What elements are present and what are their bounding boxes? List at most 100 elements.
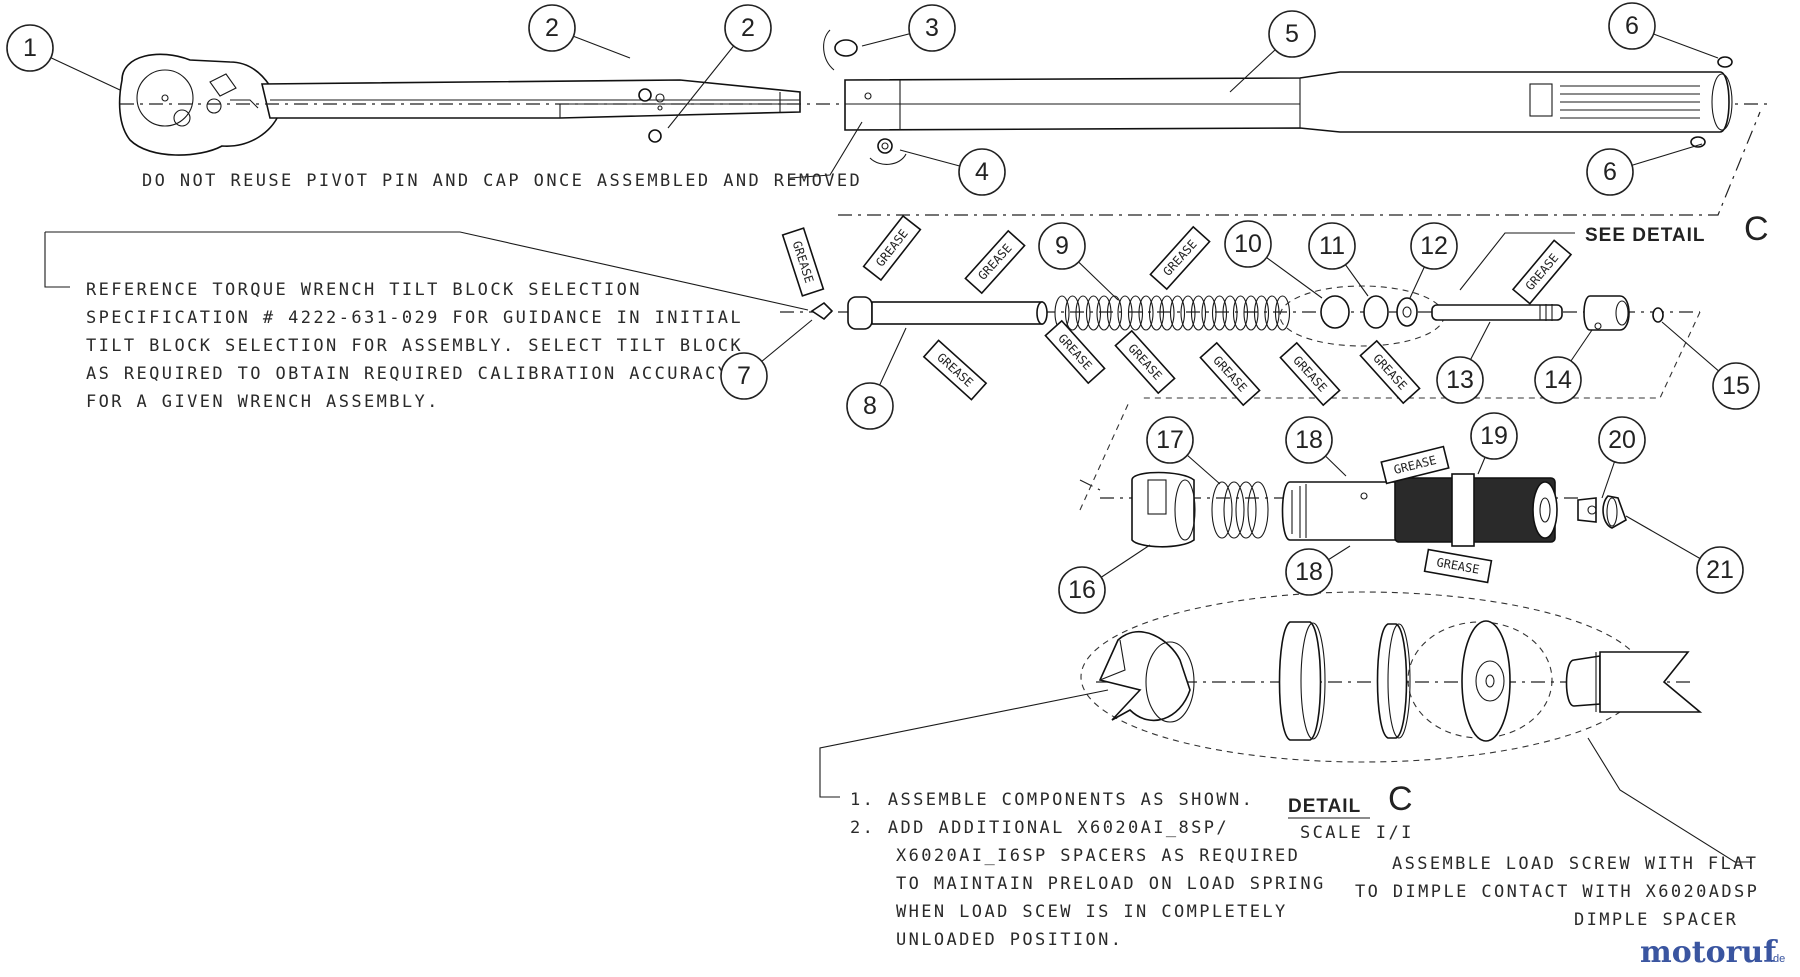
- see-detail-label: SEE DETAIL: [1585, 225, 1706, 246]
- grease-tag: GREASE: [964, 229, 1026, 295]
- balloon-label: 12: [1420, 232, 1448, 260]
- grease-tag: GREASE: [1423, 548, 1493, 584]
- balloon-label: 4: [975, 158, 989, 186]
- grease-tag: GREASE: [1380, 445, 1450, 485]
- balloon-label: 14: [1544, 366, 1572, 394]
- balloon-b14: 14: [1534, 329, 1593, 404]
- balloon-label: 15: [1722, 372, 1750, 400]
- part-pin-2b: [648, 129, 662, 143]
- part-pin-2a: [638, 88, 652, 102]
- balloon-label: 6: [1625, 12, 1639, 40]
- watermark-logo: motoruf .de: [1640, 935, 1785, 970]
- balloon-b18a: 18: [1285, 416, 1347, 477]
- balloon-b9: 9: [1038, 222, 1119, 301]
- grease-tag: GREASE: [1149, 225, 1211, 291]
- svg-text:TO MAINTAIN PRELOAD ON LOAD SP: TO MAINTAIN PRELOAD ON LOAD SPRING: [896, 874, 1326, 894]
- svg-text:TILT BLOCK SELECTION FOR ASSEM: TILT BLOCK SELECTION FOR ASSEMBLY. SELEC…: [86, 336, 743, 356]
- balloon-label: 21: [1706, 556, 1734, 584]
- svg-text:.de: .de: [1770, 953, 1785, 965]
- balloon-label: 9: [1055, 232, 1069, 260]
- balloon-b6b: 6: [1586, 143, 1703, 196]
- balloon-label: 6: [1603, 158, 1617, 186]
- part-adjuster-nut-14: [1583, 295, 1630, 331]
- grease-tag: GREASE: [1199, 341, 1261, 407]
- balloon-label: 18: [1295, 426, 1323, 454]
- part-spacer-10: [1320, 295, 1350, 329]
- balloon-b12: 12: [1409, 222, 1458, 299]
- part-load-spring-9: [1054, 295, 1291, 331]
- note-pivot-pin: DO NOT REUSE PIVOT PIN AND CAP ONCE ASSE…: [142, 171, 862, 191]
- grease-tag: GREASE: [1044, 319, 1106, 385]
- balloon-b2b: 2: [667, 4, 772, 129]
- svg-text:1. ASSEMBLE COMPONENTS AS SHO: 1. ASSEMBLE COMPONENTS AS SHOWN.: [850, 790, 1254, 810]
- part-scale-tube-18: [1281, 481, 1401, 541]
- svg-text:X6020AI_I6SP SPACERS AS REQUIR: X6020AI_I6SP SPACERS AS REQUIRED: [896, 846, 1300, 866]
- balloon-label: 13: [1446, 366, 1474, 394]
- detail-c-dimple-spacer: [1461, 620, 1511, 742]
- svg-text:AS REQUIRED TO OBTAIN REQUIRED: AS REQUIRED TO OBTAIN REQUIRED CALIBRATI…: [86, 364, 730, 384]
- note-tilt-block: REFERENCE TORQUE WRENCH TILT BLOCK SELEC…: [86, 280, 743, 412]
- balloon-b15: 15: [1661, 321, 1760, 410]
- balloon-b4: 4: [899, 148, 1006, 196]
- part-spring-17: [1211, 481, 1269, 539]
- part-handle-tube-5: [844, 71, 1733, 133]
- balloon-b1: 1: [6, 24, 121, 91]
- balloon-b13: 13: [1436, 321, 1491, 404]
- balloon-label: 2: [741, 14, 755, 42]
- balloon-label: 18: [1295, 558, 1323, 586]
- part-screw-20: [1577, 497, 1597, 523]
- part-bushing-shaft-8: [847, 296, 1048, 330]
- grease-tag: GREASE: [922, 339, 988, 401]
- balloon-b10: 10: [1224, 220, 1323, 299]
- svg-text:FOR A GIVEN WRENCH ASSEMBLY.: FOR A GIVEN WRENCH ASSEMBLY.: [86, 392, 440, 412]
- part-spacer-11: [1363, 295, 1389, 329]
- balloon-label: 1: [23, 34, 37, 62]
- part-dimple-spacer-12: [1396, 297, 1418, 327]
- svg-text:C: C: [1388, 780, 1413, 818]
- detail-c-end-view: [1098, 630, 1195, 723]
- part-knurled-grip-19: [1394, 473, 1558, 547]
- balloon-b18b: 18: [1285, 545, 1351, 596]
- balloon-b21: 21: [1625, 515, 1744, 594]
- balloon-label: 16: [1068, 576, 1096, 604]
- grease-tag: GREASE: [862, 214, 922, 282]
- part-handle-shaft: [260, 79, 801, 119]
- balloon-b16: 16: [1058, 544, 1151, 614]
- part-retaining-ring-15: [1652, 307, 1664, 323]
- balloon-label: 2: [545, 14, 559, 42]
- note-load-screw: ASSEMBLE LOAD SCREW WITH FLAT TO DIMPLE …: [1355, 854, 1759, 930]
- svg-text:REFERENCE TORQUE WRENCH TILT B: REFERENCE TORQUE WRENCH TILT BLOCK SELEC…: [86, 280, 642, 300]
- part-pivot-pin-3: [823, 29, 858, 71]
- grease-tag: GREASE: [1511, 239, 1573, 305]
- balloon-b11: 11: [1308, 222, 1369, 297]
- grease-tag: GREASE: [1114, 329, 1176, 395]
- part-load-screw-13: [1431, 304, 1563, 321]
- grease-tag: GREASE: [1359, 339, 1421, 405]
- balloon-label: 17: [1156, 426, 1184, 454]
- part-pivot-cap-4: [869, 138, 907, 165]
- svg-text:2. ADD ADDITIONAL X6020AI_8SP: 2. ADD ADDITIONAL X6020AI_8SP/: [850, 818, 1229, 838]
- balloon-b20: 20: [1598, 416, 1646, 499]
- balloon-b2a: 2: [528, 4, 631, 59]
- balloon-b3: 3: [861, 4, 956, 52]
- part-ratchet-head-1: [118, 53, 281, 156]
- balloon-b8: 8: [846, 327, 907, 430]
- balloon-b6a: 6: [1608, 2, 1719, 59]
- balloon-label: 11: [1319, 232, 1345, 260]
- part-cover-21: [1602, 495, 1627, 529]
- svg-text:UNLOADED POSITION.: UNLOADED POSITION.: [896, 930, 1123, 950]
- detail-c-title: DETAIL C SCALE I/I: [1288, 780, 1413, 843]
- part-tilt-block-7: [810, 301, 834, 321]
- balloon-label: 10: [1234, 230, 1262, 258]
- balloon-b5: 5: [1229, 10, 1316, 93]
- detail-c-load-screw: [1565, 651, 1703, 713]
- balloon-label: 5: [1285, 20, 1299, 48]
- svg-text:motoruf: motoruf: [1640, 935, 1778, 970]
- svg-text:TO DIMPLE CONTACT WITH X6020AD: TO DIMPLE CONTACT WITH X6020ADSP: [1355, 882, 1759, 902]
- part-pin-6a: [1717, 56, 1733, 68]
- detail-c-spacer-a: [1278, 621, 1326, 741]
- part-end-cap-16: [1131, 471, 1196, 548]
- svg-text:SPECIFICATION # 4222-631-029 F: SPECIFICATION # 4222-631-029 FOR GUIDANC…: [86, 308, 743, 328]
- svg-text:DETAIL: DETAIL: [1288, 796, 1361, 817]
